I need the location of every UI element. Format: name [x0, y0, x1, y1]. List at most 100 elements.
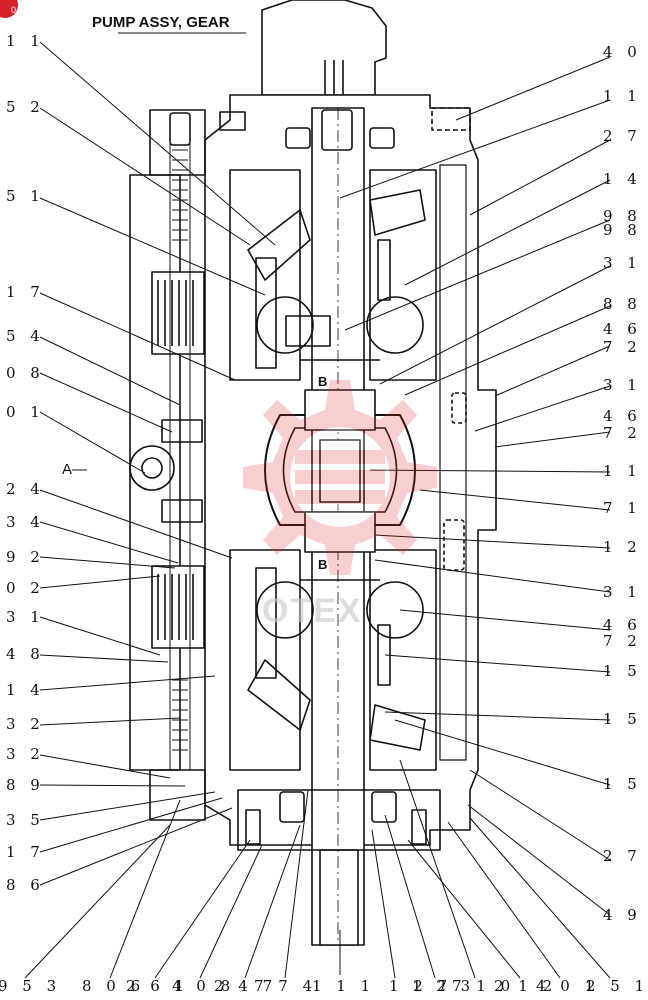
leader-l-17b	[39, 797, 223, 853]
callout-bottom: 1 1 1	[312, 977, 376, 995]
callout-bottom: 7 7 4	[254, 977, 318, 995]
callout-right: 3 1 4	[603, 254, 648, 272]
leader-r-156	[384, 711, 611, 721]
callout-right: 3 1 2	[603, 376, 648, 394]
callout-right: 1 5 3	[603, 775, 648, 793]
leader-r-157	[384, 654, 611, 673]
leader-l-08	[39, 372, 173, 433]
callout-left: 8 9	[6, 776, 45, 794]
callout-left: 3 2	[6, 715, 45, 733]
callout-right: 2 7 1	[603, 127, 648, 145]
callout-bottom: 1 2 3	[412, 977, 476, 995]
leader-r-468	[399, 609, 611, 631]
leader-r-312	[474, 385, 611, 432]
callout-right: 1 1 3	[603, 87, 648, 105]
leader-r-885	[404, 305, 611, 396]
leader-l-51	[39, 197, 266, 296]
leader-r-727	[494, 431, 611, 448]
leader-r-116	[369, 469, 611, 473]
watermark-logo	[243, 380, 437, 575]
leader-r-124	[374, 534, 611, 549]
callout-left: 1 4	[6, 681, 45, 699]
leader-l-34	[39, 521, 179, 564]
leader-l-01	[39, 411, 146, 474]
callout-bottom: 7 1 0	[452, 977, 516, 995]
callout-bottom: 1 2 7	[389, 977, 453, 995]
leader-r-141	[404, 179, 611, 286]
callout-left: 9 2	[6, 548, 45, 566]
leader-r-981	[344, 219, 611, 331]
leader-b-251	[469, 817, 611, 979]
bottom-flange	[237, 789, 441, 851]
right-cover	[439, 164, 467, 761]
callout-right: 4 0 1	[603, 43, 648, 61]
leader-l-86	[39, 807, 233, 886]
callout-left: 0 8	[6, 364, 45, 382]
leader-r-113	[339, 99, 611, 199]
callout-bottom: 2 1 2	[494, 977, 558, 995]
callout-right: 1 1 6	[603, 462, 648, 480]
callout-left: 1 7	[6, 283, 45, 301]
callout-right: 9 8 3	[603, 221, 648, 239]
callout-bottom: 8 0 6	[82, 977, 146, 995]
leader-l-24	[39, 489, 233, 559]
upper-cylinder-right	[369, 169, 437, 381]
leader-r-271a	[469, 139, 611, 216]
leader-l-32a	[39, 717, 181, 726]
leader-l-17	[39, 292, 236, 381]
leader-l-32b	[39, 754, 171, 779]
leader-l-54	[39, 336, 181, 406]
view-marker-a: A—	[62, 461, 88, 478]
corner-badge: 0	[0, 0, 18, 18]
callout-right: 4 6 8	[603, 616, 648, 634]
callout-right: 3 1 3	[603, 583, 648, 601]
callout-left: 5 1	[6, 187, 45, 205]
upper-cylinder	[229, 169, 301, 381]
callout-left: 5 2	[6, 98, 45, 116]
leader-r-313	[374, 559, 611, 593]
callout-bottom: 2 6 1	[126, 977, 190, 995]
callout-left: 1 7	[6, 843, 45, 861]
leader-b-247	[244, 824, 301, 979]
callout-bottom: 9 5 3	[0, 977, 62, 995]
callout-right: 7 2 7	[603, 424, 648, 442]
callout-bottom: 4 0 1	[536, 977, 600, 995]
callout-right: 7 2 5	[603, 338, 648, 356]
callout-right: 4 6 6	[603, 320, 648, 338]
callout-right: 1 4 1	[603, 170, 648, 188]
callout-bottom: 2 5 1	[586, 977, 648, 995]
leader-b-123	[384, 814, 436, 979]
leader-l-35	[39, 791, 216, 821]
callout-left: 3 1	[6, 608, 45, 626]
section-mark-b-upper: B	[318, 374, 328, 389]
callout-bottom: 2 4 7	[214, 977, 278, 995]
leader-l-92	[39, 556, 176, 569]
callout-right: 8 8 5	[603, 295, 648, 313]
leader-l-31	[39, 616, 161, 656]
top-housing	[261, 0, 387, 96]
callout-left: 0 2	[6, 579, 45, 597]
leader-b-953	[24, 824, 171, 979]
callout-right: 1 5 7	[603, 662, 648, 680]
diagram-title: PUMP ASSY, GEAR	[92, 14, 230, 31]
callout-right: 4 6 7	[603, 407, 648, 425]
section-mark-b-lower: B	[318, 557, 328, 572]
leader-b-710	[399, 759, 476, 979]
leader-r-314	[379, 265, 611, 385]
leader-b-401	[447, 821, 561, 979]
callout-right: 4 9 0	[603, 906, 648, 924]
watermark-text: OTEX	[262, 592, 363, 630]
callout-left: 3 5	[6, 811, 45, 829]
gear-chamber-inner	[282, 427, 398, 513]
callout-left: 3 4	[6, 513, 45, 531]
leader-b-212	[407, 839, 521, 979]
leader-r-153	[394, 719, 611, 786]
leader-b-261	[154, 839, 251, 979]
callout-left: 3 2	[6, 745, 45, 763]
callout-left: 1 1	[6, 32, 45, 50]
callout-left: 4 8	[6, 645, 45, 663]
leader-l-14	[39, 675, 216, 691]
callout-bottom: 4 0 8	[172, 977, 236, 995]
